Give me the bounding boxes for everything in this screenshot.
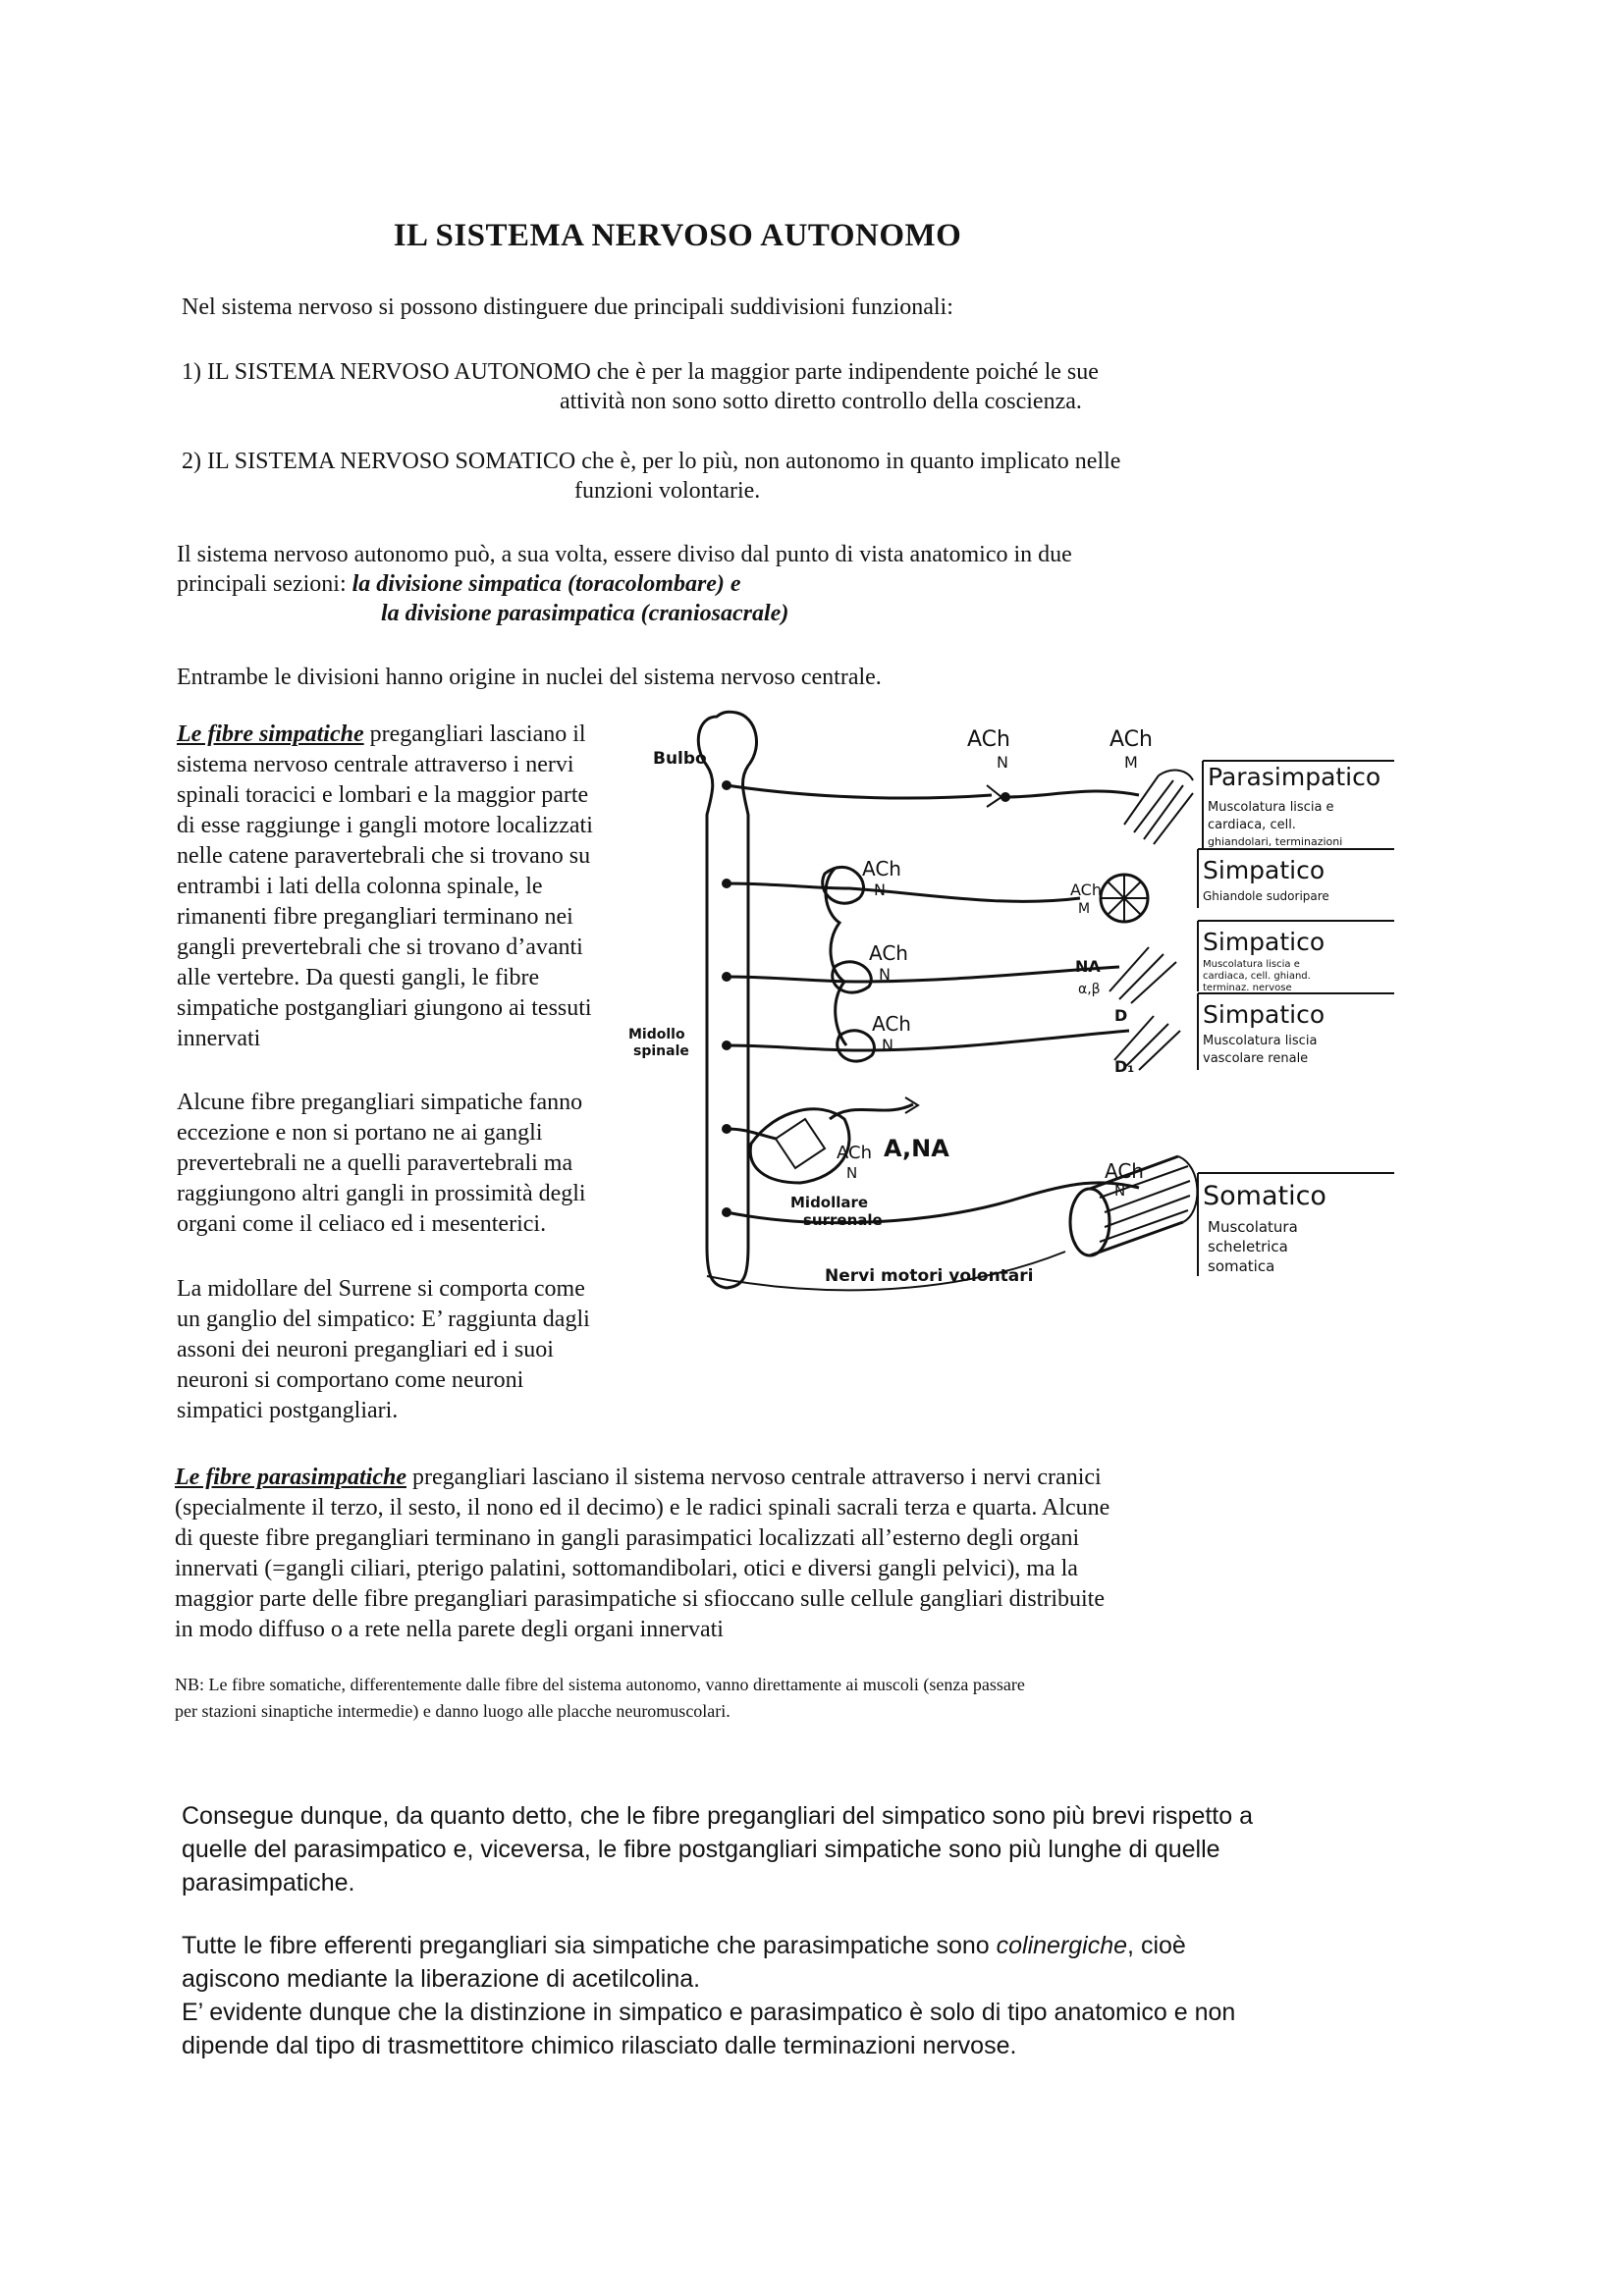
- smooth-muscle-effector-1: [1109, 946, 1177, 1004]
- division-line-3: la divisione parasimpatica (craniosacral…: [381, 601, 789, 626]
- d1-label: D₁: [1114, 1057, 1134, 1076]
- skeletal-muscle-line: [706, 1251, 1066, 1292]
- m-label-1: M: [1124, 753, 1138, 772]
- box-simpatico-1: Simpatico Ghiandole sudoripare: [1197, 848, 1394, 908]
- svg-text:Muscolatura liscia e: Muscolatura liscia e: [1208, 800, 1334, 815]
- svg-text:Muscolatura liscia: Muscolatura liscia: [1203, 1034, 1317, 1048]
- ach-label-4: ACh: [1070, 881, 1102, 899]
- page-title: IL SISTEMA NERVOSO AUTONOMO: [393, 218, 962, 253]
- cns-nuclei: [722, 780, 731, 1217]
- n-label-1: N: [997, 753, 1008, 772]
- svg-text:terminaz. nervose: terminaz. nervose: [1203, 983, 1292, 993]
- ach-label-1: ACh: [967, 727, 1010, 752]
- ach-label-2: ACh: [1109, 727, 1153, 752]
- d-label: D: [1114, 1006, 1127, 1025]
- svg-text:Simpatico: Simpatico: [1203, 856, 1325, 884]
- ach-label-5: ACh: [869, 941, 908, 965]
- midollo-label-2: spinale: [633, 1043, 689, 1059]
- svg-text:Muscolatura: Muscolatura: [1208, 1218, 1298, 1236]
- n-label-8: N: [1114, 1182, 1125, 1200]
- somatic-fiber: [726, 1181, 1140, 1225]
- svg-text:ghiandolari, terminazioni: ghiandolari, terminazioni: [1208, 835, 1342, 848]
- svg-text:Muscolatura liscia e: Muscolatura liscia e: [1203, 959, 1300, 970]
- svg-text:Parasimpatico: Parasimpatico: [1208, 763, 1380, 791]
- adrenal-medulla: [748, 1107, 851, 1185]
- a-na-label: A,NA: [884, 1135, 949, 1162]
- svg-text:Ghiandole sudoripare: Ghiandole sudoripare: [1203, 889, 1329, 903]
- nervous-system-diagram: Bulbo Midollo spinale ACh N ACh M ACh N …: [628, 710, 1394, 1292]
- midollo-label-1: Midollo: [628, 1027, 685, 1042]
- alpha-beta-label: α,β: [1078, 982, 1101, 997]
- division-line-2: principali sezioni: la divisione simpati…: [177, 571, 741, 597]
- cns-outline: [696, 710, 758, 1290]
- svg-text:somatica: somatica: [1208, 1257, 1274, 1275]
- parasympathetic-preganglionic: [726, 783, 993, 800]
- svg-text:scheletrica: scheletrica: [1208, 1238, 1288, 1255]
- sympathetic-chain: [824, 867, 848, 1046]
- item-2: 2) IL SISTEMA NERVOSO SOMATICO che è, pe…: [182, 449, 1121, 474]
- n-label-3: N: [874, 881, 886, 899]
- division-line-1: Il sistema nervoso autonomo può, a sua v…: [177, 542, 1072, 567]
- conclusion-2: Tutte le fibre efferenti pregangliari si…: [182, 1932, 1236, 2059]
- item-1: 1) IL SISTEMA NERVOSO AUTONOMO che è per…: [182, 359, 1099, 385]
- chain-ganglion-3: [836, 1029, 876, 1063]
- sweat-gland-effector: [1099, 873, 1150, 924]
- eccezione-paragraph: Alcune fibre pregangliari simpatiche fan…: [177, 1090, 586, 1237]
- box-simpatico-3: Simpatico Muscolatura liscia vascolare r…: [1197, 992, 1394, 1070]
- bulbo-label: Bulbo: [653, 749, 707, 769]
- midollare-label-1: Midollare: [790, 1194, 868, 1211]
- box-simpatico-2: Simpatico Muscolatura liscia e cardiaca,…: [1197, 920, 1394, 993]
- svg-text:cardiaca, cell.: cardiaca, cell.: [1208, 818, 1296, 832]
- conclusion-1: Consegue dunque, da quanto detto, che le…: [182, 1802, 1253, 1896]
- simpatiche-heading: Le fibre simpatiche: [177, 721, 364, 747]
- n-label-7: N: [846, 1164, 857, 1182]
- nb-note: NB: Le fibre somatiche, differentemente …: [175, 1675, 1025, 1721]
- parasimpatiche-paragraph: Le fibre parasimpatiche pregangliari las…: [175, 1465, 1110, 1642]
- svg-text:Somatico: Somatico: [1203, 1181, 1326, 1211]
- ach-label-7: ACh: [837, 1143, 872, 1163]
- item-1-cont: attività non sono sotto diretto controll…: [560, 389, 1082, 414]
- surrene-paragraph: La midollare del Surrene si comporta com…: [177, 1276, 590, 1423]
- smooth-muscle-effector-2: [1113, 1015, 1181, 1071]
- ach-label-6: ACh: [872, 1012, 911, 1036]
- svg-text:vascolare renale: vascolare renale: [1203, 1051, 1308, 1066]
- na-label: NA: [1075, 957, 1101, 976]
- box-parasimpatico: Parasimpatico Muscolatura liscia e cardi…: [1202, 760, 1394, 849]
- midollare-label-2: surrenale: [803, 1211, 883, 1229]
- n-label-5: N: [879, 965, 891, 984]
- svg-text:cardiaca, cell. ghiand.: cardiaca, cell. ghiand.: [1203, 971, 1311, 982]
- intro-text: Nel sistema nervoso si possono distingue…: [182, 294, 953, 320]
- box-somatico: Somatico Muscolatura scheletrica somatic…: [1197, 1172, 1394, 1276]
- n-label-6: N: [882, 1036, 893, 1054]
- svg-text:Simpatico: Simpatico: [1203, 1000, 1325, 1029]
- parasimpatiche-heading: Le fibre parasimpatiche: [175, 1465, 406, 1490]
- simpatiche-paragraph: Le fibre simpatiche pregangliari lascian…: [177, 721, 593, 1051]
- chain-ganglion-1: [821, 865, 866, 905]
- item-2-cont: funzioni volontarie.: [574, 478, 761, 504]
- parasympathetic-effector: [1123, 769, 1194, 845]
- ach-label-8: ACh: [1105, 1159, 1144, 1183]
- origin-text: Entrambe le divisioni hanno origine in n…: [177, 665, 882, 690]
- nervi-motori-label: Nervi motori volontari: [825, 1266, 1033, 1286]
- m-label-2: M: [1078, 901, 1090, 917]
- svg-text:Simpatico: Simpatico: [1203, 928, 1325, 956]
- ach-label-3: ACh: [862, 857, 901, 881]
